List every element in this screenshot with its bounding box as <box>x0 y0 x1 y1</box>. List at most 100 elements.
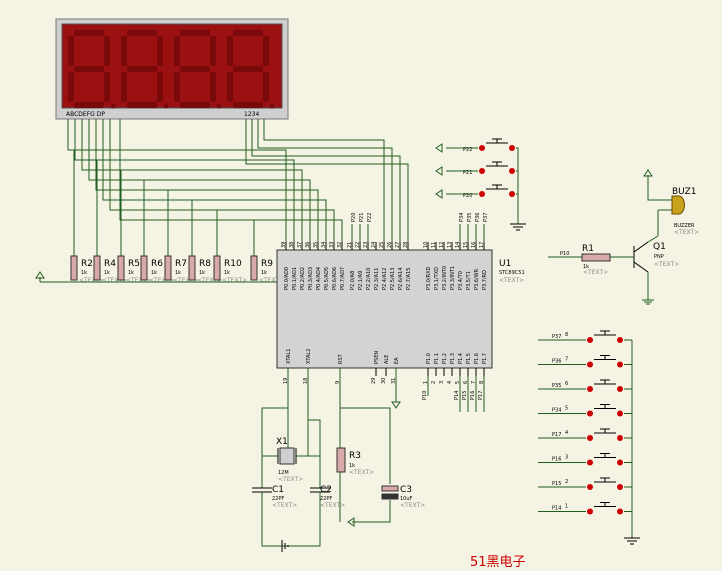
p2-num-3: 24 <box>371 242 377 248</box>
button-pin-a-2 <box>479 191 485 197</box>
rbutton-pin-a-4 <box>587 435 593 441</box>
rbutton-act-1 <box>594 355 616 360</box>
rbutton-pin-a-2 <box>587 386 593 392</box>
p0-label-0: P0.0/AD0 <box>284 267 290 290</box>
p0-num-2: 37 <box>297 242 303 248</box>
buzzer-circuit: BUZ1 BUZZER <TEXT> Q1 PNP <TEXT> R1 1k <… <box>548 169 699 305</box>
seg-wire-5 <box>102 119 327 250</box>
digit-3-seg-5 <box>174 36 180 66</box>
digit-1-seg-1 <box>104 36 110 66</box>
digit-4-seg-6 <box>233 66 263 72</box>
p3-num-5: 15 <box>463 242 469 248</box>
rbutton-net-5: P16 <box>552 457 561 463</box>
p0-label-5: P0.5/AD5 <box>324 267 330 290</box>
p0-num-4: 35 <box>313 242 319 248</box>
resistor-val-7: 1k <box>261 270 267 276</box>
rbutton-act-0 <box>594 330 616 336</box>
digit-3-seg-2 <box>210 72 216 102</box>
digit-2-seg-5 <box>121 36 127 66</box>
digit-4-seg-5 <box>227 36 233 66</box>
p1-label-4: P1.4 <box>458 353 464 364</box>
misc-label-5: EA <box>394 357 400 364</box>
c1-val: 22PF <box>272 496 284 502</box>
rbutton-act-6 <box>594 477 616 483</box>
seg-wire-4 <box>95 119 319 250</box>
p0-label-1: P0.1/AD1 <box>292 267 298 290</box>
button-p35: P35 6 <box>538 379 632 392</box>
misc-num-5: 31 <box>391 378 397 384</box>
p3-num-2: 12 <box>439 242 445 248</box>
resistor-text-4: <TEXT> <box>173 277 198 284</box>
button-arrow-0 <box>435 143 443 153</box>
button-arrow-1 <box>435 166 443 176</box>
p3-label-7: P3.7/RD <box>482 270 488 290</box>
p2-label-5: P2.5/A13 <box>390 268 396 290</box>
button-gnd-2 <box>516 193 519 224</box>
p3-num-3: 13 <box>447 242 453 248</box>
resistor-ref-0: R2 <box>81 259 93 269</box>
p2-num-4: 25 <box>379 242 385 248</box>
digit-1-seg-3 <box>74 102 104 108</box>
c3-text: <TEXT> <box>400 502 425 509</box>
misc-num-3: 29 <box>371 378 377 384</box>
rbutton-pin-a-3 <box>587 410 593 417</box>
p1-num-7: 8 <box>479 381 485 384</box>
p2-net-label-1: P21 <box>359 213 365 222</box>
p1-num-0: 1 <box>423 381 429 384</box>
p3-label-0: P3.0/RXD <box>426 266 432 290</box>
c3-val: 10uF <box>400 496 413 502</box>
misc-label-4: ALE <box>384 355 390 364</box>
p1-label-2: P1.2 <box>442 353 448 364</box>
p1-num-2: 3 <box>439 381 445 384</box>
p2-label-3: P2.3/A11 <box>374 268 380 290</box>
digit-4-seg-3 <box>233 102 263 108</box>
rbutton-num-2: 6 <box>565 381 568 387</box>
digit-1-dp <box>110 103 116 109</box>
digit-2-seg-3 <box>127 102 157 108</box>
seven-segment-display: ABCDEFG DP 1234 <box>55 18 289 120</box>
misc-num-2: 9 <box>335 381 341 384</box>
p0-num-1: 38 <box>289 242 295 248</box>
button-p20: P20 <box>435 184 519 224</box>
r1-net: P10 <box>560 251 569 257</box>
crystal-val: 12M <box>278 470 289 476</box>
misc-num-0: 19 <box>283 378 289 384</box>
mcu-text: <TEXT> <box>499 277 524 284</box>
p1-label-6: P1.6 <box>474 353 480 364</box>
r3-ref: R3 <box>349 451 361 461</box>
p2-num-6: 27 <box>395 242 401 248</box>
button-act-2 <box>486 184 508 190</box>
button-pin-b-1 <box>509 168 515 174</box>
rbutton-pin-b-2 <box>617 386 623 392</box>
resistor-val-3: 1k <box>151 270 157 276</box>
p2-label-0: P2.0/A8 <box>350 271 356 290</box>
top-buttons-ground <box>510 223 526 231</box>
rbutton-pin-b-0 <box>617 337 623 343</box>
p2-label-4: P2.4/A12 <box>382 268 388 290</box>
p3-net-label-2: P36 <box>475 213 481 222</box>
rbutton-net-2: P35 <box>552 383 561 389</box>
buzzer-ref: BUZ1 <box>672 187 697 197</box>
rbutton-num-7: 1 <box>565 504 568 510</box>
digit-2 <box>121 30 169 109</box>
digit-2-seg-1 <box>157 36 163 66</box>
p2-num-7: 28 <box>403 242 409 248</box>
p2-num-0: 21 <box>347 242 353 248</box>
rbutton-num-6: 2 <box>565 479 568 485</box>
crystal-ref: X1 <box>276 437 288 447</box>
p0-label-4: P0.4/AD4 <box>316 267 322 290</box>
digit-3-seg-0 <box>180 30 210 36</box>
c2-val: 22PF <box>320 496 332 502</box>
resistor-val-5: 1k <box>199 270 205 276</box>
p0-num-0: 39 <box>281 242 287 248</box>
r1-val: 1k <box>583 264 589 270</box>
p3-net-label-3: P37 <box>483 213 489 222</box>
seg-wire-6 <box>109 119 335 250</box>
digit-2-seg-2 <box>157 72 163 102</box>
